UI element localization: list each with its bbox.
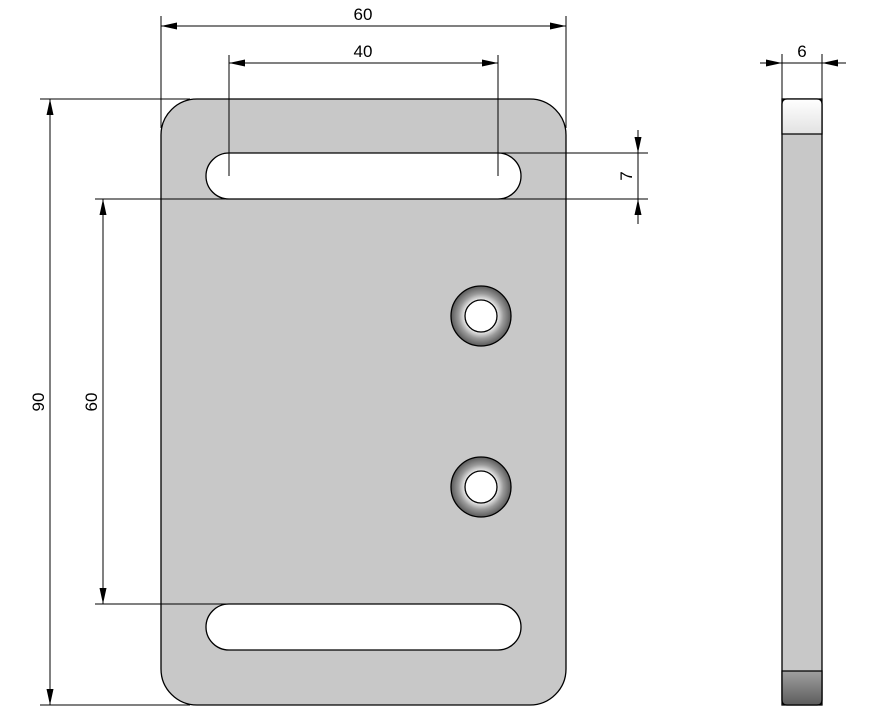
dim-label-slot-spacing: 60 [82, 393, 101, 412]
dimension-slot-length: 40 [228, 42, 499, 176]
dimension-slot-width: 7 [498, 130, 648, 224]
side-view [781, 98, 823, 706]
top-slot [205, 152, 522, 200]
dim-label-slot-width: 7 [617, 171, 636, 180]
side-bottom-edge [781, 670, 823, 706]
dimension-height-overall: 90 [29, 98, 190, 706]
front-view [160, 98, 567, 706]
dimension-width-overall: 60 [160, 5, 567, 128]
plate-outline [160, 98, 567, 706]
side-top-edge [781, 98, 823, 135]
dimension-thickness: 6 [760, 42, 846, 99]
dim-label-slot-length: 40 [354, 42, 373, 61]
dim-label-thickness: 6 [797, 42, 806, 61]
bottom-slot [205, 603, 522, 651]
countersunk-hole-upper [450, 285, 512, 347]
countersunk-hole-lower [450, 456, 512, 518]
dimension-slot-spacing: 60 [82, 198, 229, 605]
dim-label-width: 60 [354, 5, 373, 24]
dim-label-height: 90 [29, 393, 48, 412]
side-body [781, 98, 823, 706]
